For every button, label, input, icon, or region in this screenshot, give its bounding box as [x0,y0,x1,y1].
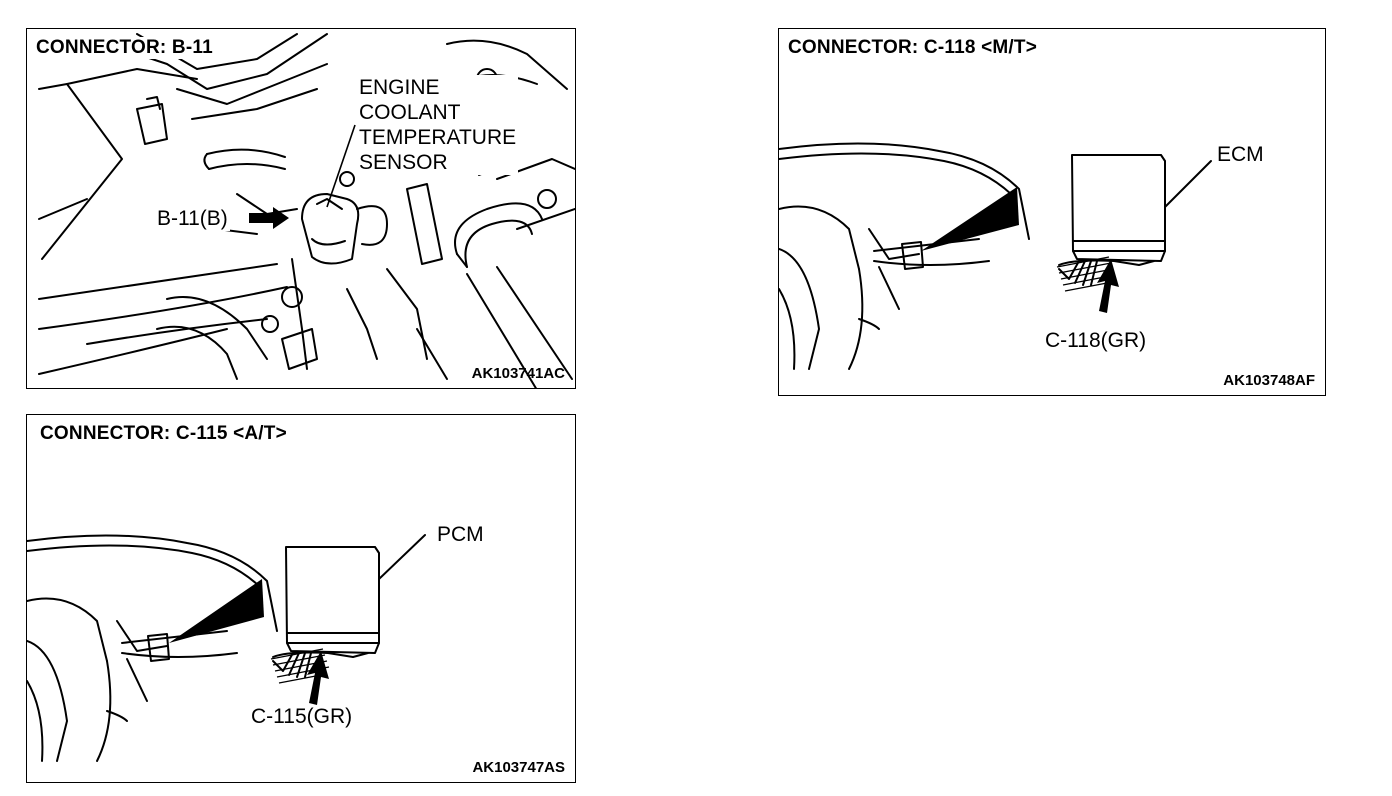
sensor-label-line-2: COOLANT [357,100,519,125]
c115-panel-title: CONNECTOR: C-115 <A/T> [37,423,290,445]
sensor-label-line-3: TEMPERATURE [357,125,519,150]
connector-b11-panel: CONNECTOR: B-11 ENGINE COOLANT TEMPERATU… [26,28,576,389]
pcm-module-label: PCM [437,523,484,546]
c115-figure-id: AK103747AS [472,759,565,776]
sensor-label-line-1: ENGINE [357,75,519,100]
b11-pointer-arrow [249,207,289,229]
zoom-wedge [169,579,264,643]
dashboard-ecm-illustration [779,142,1212,370]
b11-figure-id: AK103741AC [471,365,565,382]
ecm-module-label: ECM [1217,143,1264,166]
c118-panel-title: CONNECTOR: C-118 <M/T> [785,37,1040,59]
b11-connector-label: B-11(B) [155,207,230,231]
engine-bay-illustration [38,33,575,388]
c115-pointer-arrow [307,651,329,705]
connector-c118-panel: CONNECTOR: C-118 <M/T> ECM C-118(GR) AK1… [778,28,1326,396]
dashboard-pcm-illustration [27,534,426,762]
c115-connector-label: C-115(GR) [251,705,353,728]
c118-pointer-arrow [1097,259,1119,313]
connector-c115-panel: CONNECTOR: C-115 <A/T> PCM C-115(GR) AK1… [26,414,576,783]
sensor-label-line-4: SENSOR [357,150,519,175]
engine-coolant-temp-sensor-label: ENGINE COOLANT TEMPERATURE SENSOR [357,75,519,175]
zoom-wedge [921,187,1019,251]
c118-figure-id: AK103748AF [1223,372,1315,389]
b11-panel-title: CONNECTOR: B-11 [33,37,216,59]
c118-connector-label: C-118(GR) [1045,329,1147,352]
